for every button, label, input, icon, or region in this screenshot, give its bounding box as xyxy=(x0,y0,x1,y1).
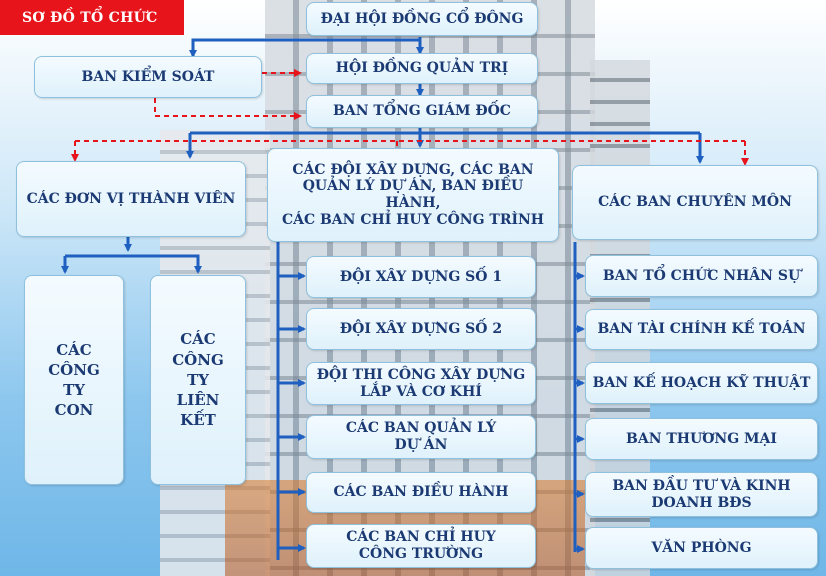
node-doi-xay-dung-so-2: ĐỘI XÂY DỰNG SỐ 2 xyxy=(306,308,536,350)
node-doi-xay-dung-so-1: ĐỘI XÂY DỰNG SỐ 1 xyxy=(306,256,536,298)
node-cac-ban-chi-huy-cong-truong: CÁC BAN CHỈ HUY CÔNG TRƯỜNG xyxy=(306,524,536,568)
node-ban-thuong-mai: BAN THƯƠNG MẠI xyxy=(585,418,818,460)
node-cac-doi-xay-dung-qlda: CÁC ĐỘI XÂY DỰNG, CÁC BAN QUẢN LÝ DỰ ÁN,… xyxy=(267,148,559,242)
node-cac-ban-quan-ly-du-an: CÁC BAN QUẢN LÝ DỰ ÁN xyxy=(306,415,536,459)
node-cac-cong-ty-con: CÁC CÔNG TY CON xyxy=(24,275,124,485)
node-hoi-dong-quan-tri: HỘI ĐỒNG QUẢN TRỊ xyxy=(306,53,538,84)
node-cac-don-vi-thanh-vien: CÁC ĐƠN VỊ THÀNH VIÊN xyxy=(16,161,246,237)
node-dai-hoi-dong-co-dong: ĐẠI HỘI ĐỒNG CỔ ĐÔNG xyxy=(306,2,538,36)
node-ban-kiem-soat: BAN KIỂM SOÁT xyxy=(34,56,262,98)
node-ban-to-chuc-nhan-su: BAN TỔ CHỨC NHÂN SỰ xyxy=(585,255,818,297)
node-cac-cong-ty-lien-ket: CÁC CÔNG TY LIÊN KẾT xyxy=(150,275,246,485)
node-ban-ke-hoach-ky-thuat: BAN KẾ HOẠCH KỸ THUẬT xyxy=(585,362,818,404)
node-cac-ban-dieu-hanh: CÁC BAN ĐIỀU HÀNH xyxy=(306,472,536,513)
node-doi-thi-cong-xay-dung: ĐỘI THI CÔNG XÂY DỰNG LẮP VÀ CƠ KHÍ xyxy=(306,362,536,405)
page-title: SƠ ĐỒ TỔ CHỨC xyxy=(0,0,184,35)
node-cac-ban-chuyen-mon: CÁC BAN CHUYÊN MÔN xyxy=(572,165,818,240)
node-ban-dau-tu-va-kinh-doanh-bds: BAN ĐẦU TƯ VÀ KINH DOANH BĐS xyxy=(585,472,818,517)
node-ban-tong-giam-doc: BAN TỔNG GIÁM ĐỐC xyxy=(306,95,538,128)
node-van-phong: VĂN PHÒNG xyxy=(585,527,818,569)
node-ban-tai-chinh-ke-toan: BAN TÀI CHÍNH KẾ TOÁN xyxy=(585,309,818,350)
